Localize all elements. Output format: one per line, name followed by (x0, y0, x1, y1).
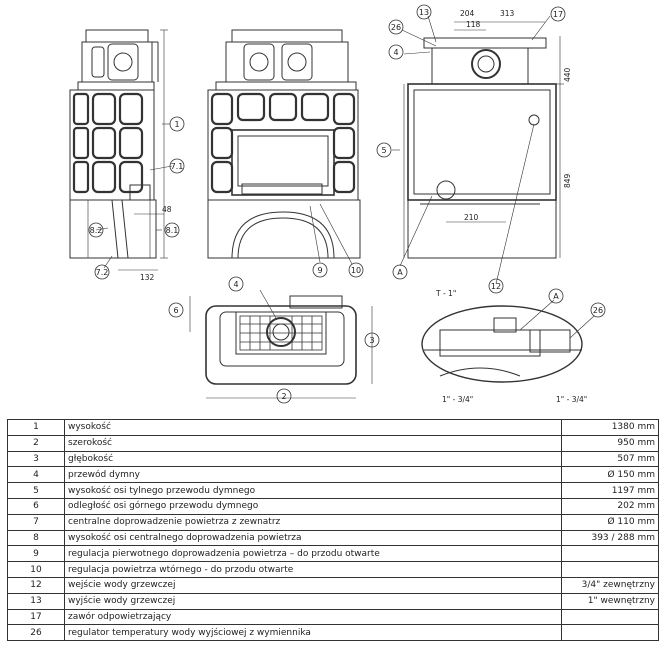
row-description: głębokość (64, 450, 562, 468)
dim-t-1: T - 1" (435, 289, 456, 298)
dim-118: 118 (466, 20, 481, 29)
callout-8-2: 8.2 (90, 226, 103, 235)
row-value: 202 mm (561, 497, 659, 515)
row-description: zawór odpowietrzający (64, 608, 562, 626)
row-number: 9 (7, 545, 65, 563)
dim-440: 440 (563, 67, 572, 82)
front-view (207, 29, 361, 259)
row-number: 6 (7, 497, 65, 515)
dim-132: 132 (140, 273, 155, 282)
row-value: 1380 mm (561, 419, 659, 436)
row-value: 393 / 288 mm (561, 529, 659, 547)
callout-8-1: 8.1 (166, 226, 179, 235)
callout-6: 6 (173, 306, 178, 315)
dim-204: 204 (460, 9, 475, 18)
callout-26: 26 (391, 23, 401, 32)
row-value: Ø 110 mm (561, 513, 659, 531)
section-view (403, 21, 564, 259)
dim-849: 849 (563, 173, 572, 188)
callout-9: 9 (317, 266, 322, 275)
callout-3: 3 (369, 336, 374, 345)
callout-2: 2 (281, 392, 286, 401)
callout-5: 5 (381, 146, 386, 155)
row-value (561, 561, 659, 578)
row-value (561, 608, 659, 626)
callout-7-2: 7.2 (96, 268, 109, 277)
row-description: szerokość (64, 434, 562, 452)
row-number: 17 (7, 608, 65, 626)
callout-12: 12 (491, 282, 501, 291)
side-view (69, 29, 168, 271)
row-description: odległość osi górnego przewodu dymnego (64, 497, 562, 515)
row-description: wysokość osi tylnego przewodu dymnego (64, 482, 562, 499)
callout-17: 17 (553, 10, 563, 19)
row-number: 12 (7, 576, 65, 594)
dim-210: 210 (464, 213, 479, 222)
row-value: 507 mm (561, 450, 659, 468)
row-description: wysokość (64, 419, 562, 436)
row-number: 1 (7, 419, 65, 436)
dim-48: 48 (162, 205, 172, 214)
row-number: 2 (7, 434, 65, 452)
row-description: przewód dymny (64, 466, 562, 484)
row-value: 950 mm (561, 434, 659, 452)
row-description: wejście wody grzewczej (64, 576, 562, 594)
row-value: 3/4" zewnętrzny (561, 576, 659, 594)
row-description: wyjście wody grzewczej (64, 592, 562, 610)
row-number: 4 (7, 466, 65, 484)
row-description: regulacja pierwotnego doprowadzenia powi… (64, 545, 562, 563)
top-view (189, 295, 373, 399)
row-number: 10 (7, 561, 65, 578)
dim-1-34-left: 1" - 3/4" (442, 395, 473, 404)
callout-26-detail: 26 (593, 306, 603, 315)
row-number: 5 (7, 482, 65, 499)
callout-1: 1 (174, 120, 179, 129)
dim-1-34-right: 1" - 3/4" (556, 395, 587, 404)
callout-10: 10 (351, 266, 361, 275)
row-description: regulacja powietrza wtórnego - do przodu… (64, 561, 562, 578)
row-value: 1" wewnętrzny (561, 592, 659, 610)
detail-view (421, 305, 583, 383)
callout-4: 4 (233, 280, 238, 289)
technical-drawing: 1 7.1 8.2 8.1 7.2 5 9 10 4 13 26 17 4 12… (69, 4, 606, 404)
row-number: 13 (7, 592, 65, 610)
row-value: 1197 mm (561, 482, 659, 499)
row-number: 7 (7, 513, 65, 531)
callout-a-detail: A (553, 292, 559, 301)
row-number: 8 (7, 529, 65, 547)
callout-13: 13 (419, 8, 429, 17)
row-number: 26 (7, 624, 65, 642)
row-description: centralne doprowadzenie powietrza z zewn… (64, 513, 562, 531)
row-value (561, 545, 659, 563)
callout-4b: 4 (393, 48, 398, 57)
row-value (561, 624, 659, 642)
row-value: Ø 150 mm (561, 466, 659, 484)
row-description: wysokość osi centralnego doprowadzenia p… (64, 529, 562, 547)
dim-313: 313 (500, 9, 515, 18)
leader-lines (95, 15, 595, 339)
row-description: regulator temperatury wody wyjściowej z … (64, 624, 562, 642)
callout-7-1: 7.1 (171, 162, 184, 171)
row-number: 3 (7, 450, 65, 468)
callout-a: A (397, 268, 403, 277)
